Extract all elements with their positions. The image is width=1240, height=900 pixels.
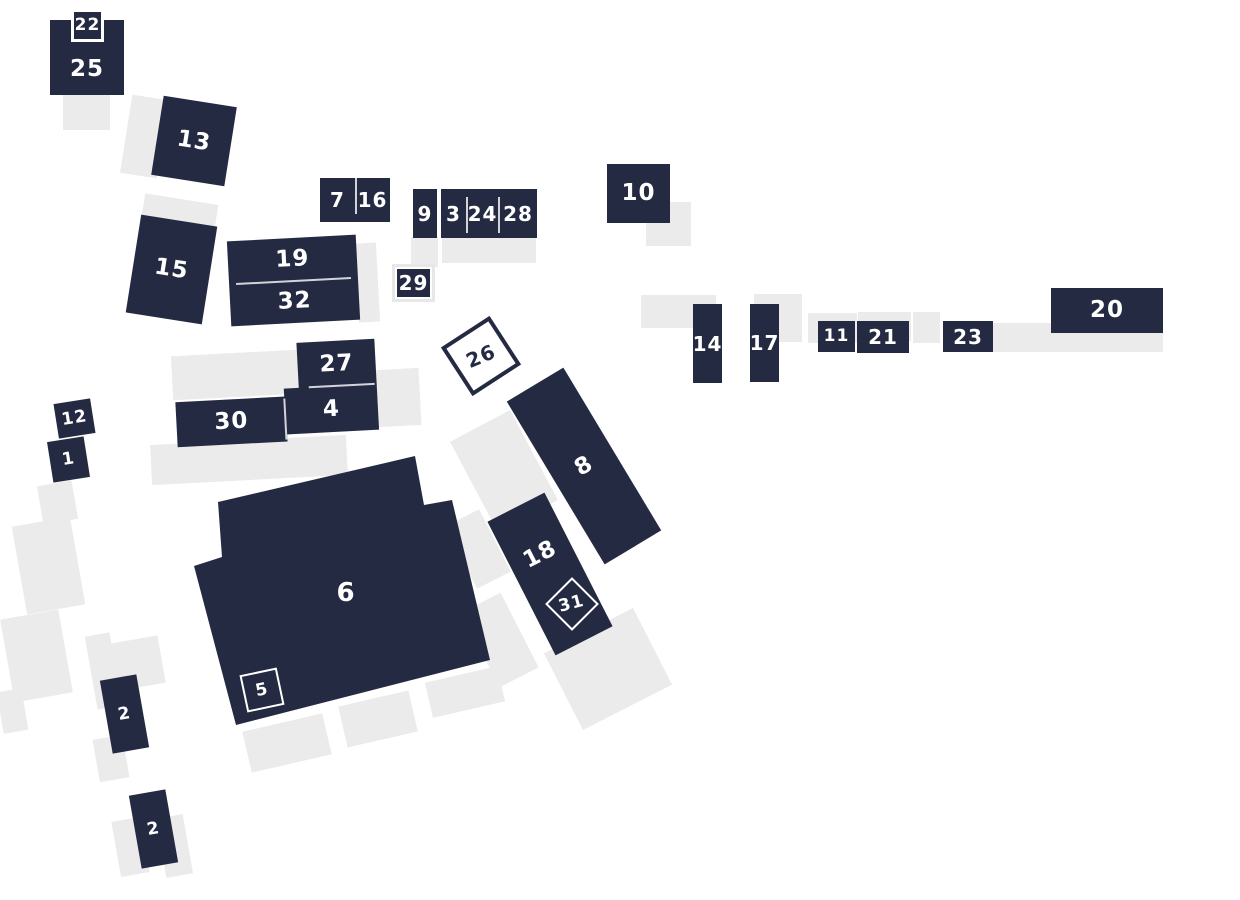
marker-5-label: 5 [253,678,271,701]
building-25[interactable]: 25 [50,20,124,95]
building-14-label: 14 [692,331,723,356]
building-21-label: 21 [868,325,898,349]
building-12[interactable]: 12 [53,398,96,439]
building-6-shape[interactable] [194,456,490,725]
building-30-label: 30 [213,407,250,436]
ground-shape [375,367,422,428]
building-27-4-30[interactable]: 27 4 30 [173,338,380,448]
ground-shape [411,237,438,267]
building-24-label: 24 [467,201,498,226]
building-16-label: 16 [357,188,388,212]
marker-29[interactable]: 29 [392,264,435,302]
divider [355,178,357,214]
divider [498,197,500,233]
building-32-section[interactable]: 32 [229,277,360,326]
divider [466,197,468,233]
building-2-north-label: 2 [116,702,133,725]
building-4-section[interactable]: 4 [283,383,380,435]
building-20[interactable]: 20 [1051,288,1163,333]
building-17[interactable]: 17 [750,304,779,382]
building-11-label: 11 [823,326,850,346]
building-7-section[interactable]: 7 [320,190,355,210]
building-9-label: 9 [417,201,433,226]
marker-22-label: 22 [74,15,101,35]
building-25-label: 25 [69,56,104,82]
marker-22[interactable]: 22 [71,9,104,42]
building-10-label: 10 [621,180,656,206]
marker-29-label: 29 [398,271,429,295]
building-23-label: 23 [953,324,983,349]
building-12-label: 12 [60,406,89,430]
building-6-label: 6 [336,578,356,608]
building-1-label: 1 [60,448,77,470]
building-19-label: 19 [274,244,311,273]
building-18-label: 18 [518,534,561,574]
building-27-section[interactable]: 27 [296,338,377,389]
building-3-label: 3 [446,201,461,226]
building-28-label: 28 [503,201,533,226]
building-6[interactable] [180,440,500,735]
building-13[interactable]: 13 [151,95,237,187]
building-23[interactable]: 23 [943,321,993,352]
building-6-label-wrap: 6 [326,580,366,606]
building-32-label: 32 [276,287,313,316]
ground-shape [913,312,940,343]
building-3-24-28[interactable]: 3 24 28 [441,189,537,238]
ground-shape [11,516,86,615]
building-4-label: 4 [322,395,341,423]
marker-29-inner: 29 [395,267,432,299]
building-9[interactable]: 9 [413,189,437,238]
building-10[interactable]: 10 [607,164,670,223]
building-13-label: 13 [175,125,213,157]
building-8-label: 8 [569,450,598,482]
building-20-label: 20 [1089,297,1124,323]
building-15[interactable]: 15 [125,214,218,325]
building-11[interactable]: 11 [818,321,855,352]
marker-31-label: 31 [556,590,587,617]
building-19-section[interactable]: 19 [227,235,358,284]
marker-26-label: 26 [462,339,500,373]
building-17-label: 17 [749,331,780,355]
building-27-label: 27 [318,349,355,378]
marker-26[interactable]: 26 [440,315,522,397]
building-1[interactable]: 1 [47,436,90,483]
building-19-32[interactable]: 19 32 [226,234,361,327]
building-7-16[interactable]: 7 16 [320,178,390,222]
building-16-section[interactable]: 16 [355,190,390,210]
ground-shape [0,609,73,703]
ground-shape [63,95,110,130]
building-7-label: 7 [330,188,345,212]
ground-shape [442,237,536,263]
building-28-section[interactable]: 28 [499,204,537,224]
building-24-section[interactable]: 24 [466,204,499,224]
building-3-section[interactable]: 3 [441,204,466,224]
building-2-south-label: 2 [145,817,162,840]
building-14[interactable]: 14 [693,304,722,383]
building-15-label: 15 [152,253,191,285]
marker-5[interactable]: 5 [239,667,285,713]
building-21[interactable]: 21 [857,321,909,353]
